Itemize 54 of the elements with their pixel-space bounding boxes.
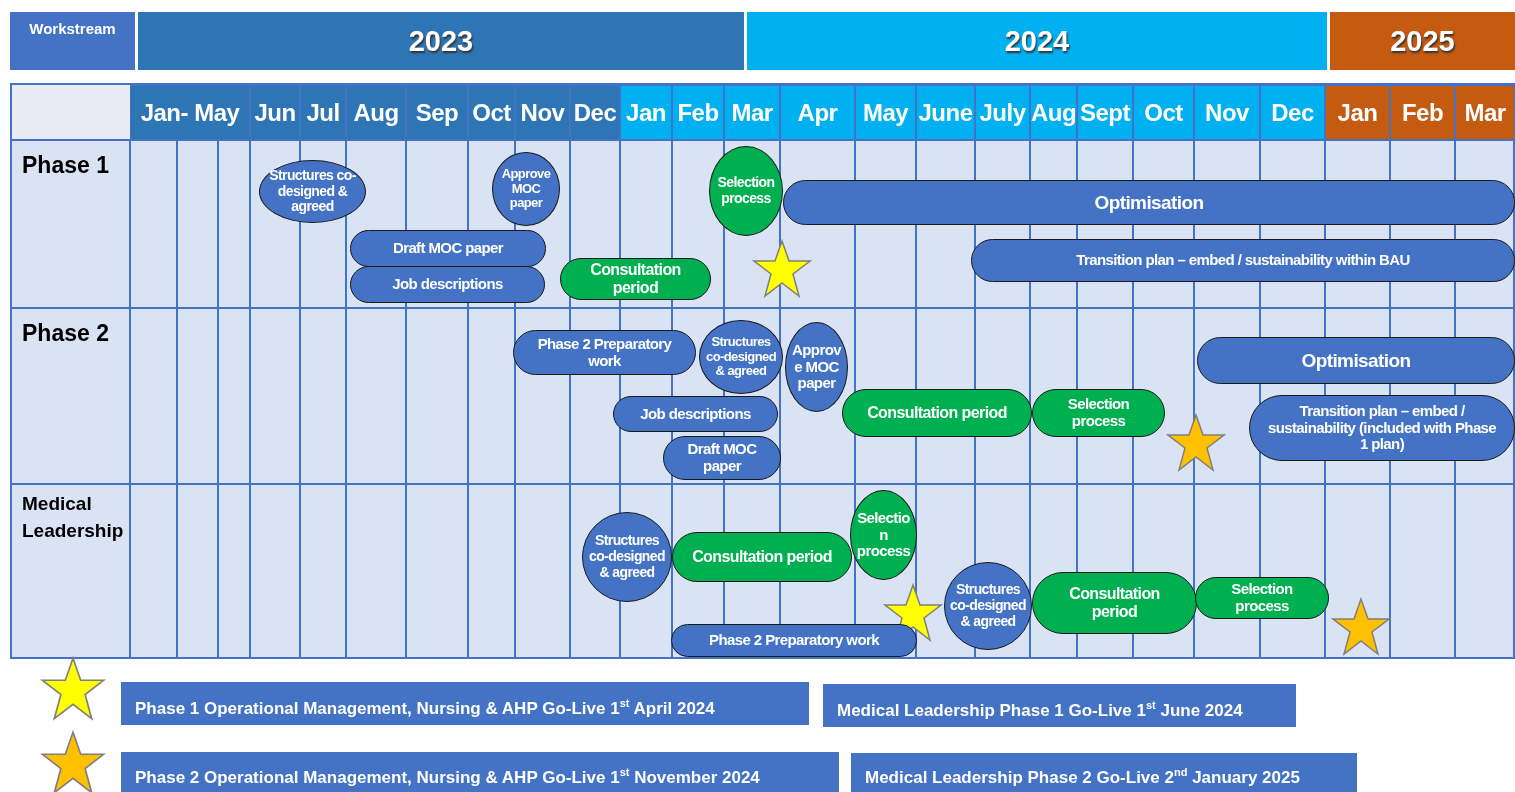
milestone-bar: Consultation period [1032,572,1197,634]
star-icon [1331,596,1391,658]
month-header: Aug [346,85,406,140]
month-header: Jan- May [130,85,250,140]
task-bar: Job descriptions [613,396,778,432]
legend-entry: Phase 1 Operational Management, Nursing & AHP Go-Live 1$^{st}$ April 2024 [121,682,809,725]
legend-entry: Medical Leadership Phase 2 Go-Live 2$^{nd}$ January 2025 [851,753,1357,792]
milestone-bar: Consultation period [560,258,711,300]
row-label: Phase 1 [22,150,110,180]
month-header: June [916,85,975,140]
star-icon [752,238,812,300]
milestone-bar: Consultation period [842,389,1032,437]
month-header: Jan [620,85,672,140]
month-header: Nov [1194,85,1260,140]
task-bar: Phase 2 Preparatory work [671,624,917,657]
month-header: May [855,85,916,140]
month-header: Nov [515,85,570,140]
month-header: Dec [570,85,620,140]
month-header: Feb [672,85,724,140]
task-bar: Phase 2 Preparatory work [513,330,696,375]
month-header: Aug [1030,85,1077,140]
task-bar: Draft MOC paper [663,436,781,480]
row-label: Phase 2 [22,318,110,348]
month-header: Mar [1455,85,1515,140]
month-header: Dec [1260,85,1325,140]
month-header: Oct [468,85,515,140]
month-header: Sept [1077,85,1133,140]
task-bar: Transition plan – embed / sustainability within BAU [971,239,1515,282]
year-header: 2023 [138,12,744,70]
task-bar: Draft MOC paper [350,230,546,267]
milestone-bar: Consultation period [672,532,852,582]
month-header: Apr [780,85,855,140]
column-header: Workstream [10,12,135,70]
month-header: Jul [300,85,346,140]
year-header: 2025 [1330,12,1515,70]
row-label: Medical Leadership [22,492,125,543]
task-bar: Optimisation [783,180,1515,225]
milestone-bar: Selection process [1032,389,1165,437]
legend-entry: Medical Leadership Phase 1 Go-Live 1$^{st}$ June 2024 [823,684,1296,727]
month-header: July [975,85,1030,140]
month-header: Feb [1390,85,1455,140]
month-header: Jun [250,85,300,140]
star-icon [1166,412,1226,474]
task-bar: Optimisation [1197,337,1515,384]
month-header: Oct [1133,85,1194,140]
milestone-bar: Selection process [1195,577,1329,619]
legend-entry: Phase 2 Operational Management, Nursing & AHP Go-Live 1$^{st}$ November 2024 [121,752,839,792]
task-bar: Job descriptions [350,266,545,303]
month-header: Mar [724,85,780,140]
month-header: Jan [1325,85,1390,140]
month-header: Sep [406,85,468,140]
year-header: 2024 [747,12,1327,70]
task-bar: Transition plan – embed / sustainability (included with Phase 1 plan) [1249,395,1515,461]
star-icon [883,582,943,644]
